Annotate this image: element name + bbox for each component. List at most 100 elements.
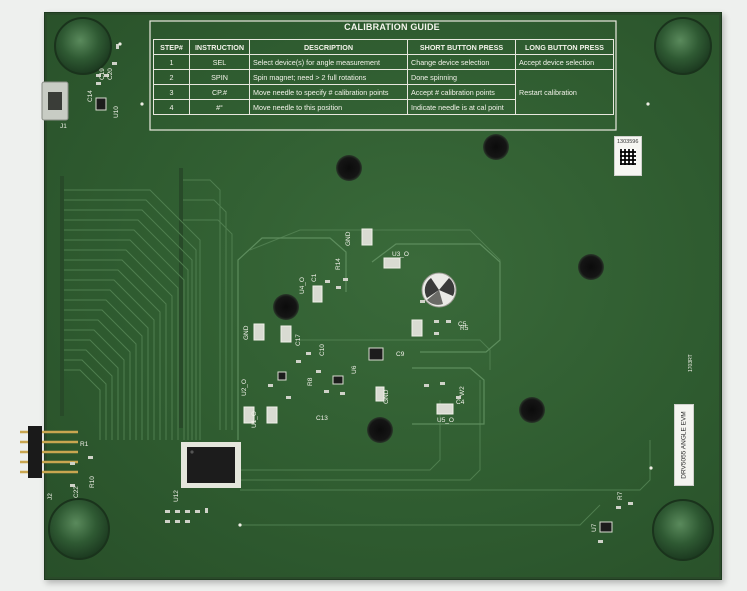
board-name-sticker: DRV5055 ANGLE EVM — [674, 404, 694, 486]
label-c9: C9 — [396, 351, 405, 358]
header-short-press: SHORT BUTTON PRESS — [407, 39, 516, 55]
label-c14: C14 — [87, 90, 94, 102]
label-j2: J2 — [47, 493, 54, 500]
hole — [273, 294, 299, 320]
label-r8: R8 — [307, 377, 314, 386]
label-c1: C1 — [311, 273, 318, 282]
cell-step: 2 — [153, 69, 190, 85]
cell-short: Indicate needle is at cal point — [407, 99, 516, 115]
label-r14: R14 — [335, 258, 342, 270]
pin1-dot — [190, 450, 194, 454]
label-u4: U4_O — [299, 277, 306, 294]
hole — [578, 254, 604, 280]
label-u6: U6 — [351, 365, 358, 374]
serial-sticker: 1303596 — [614, 136, 642, 176]
ic-small — [277, 371, 287, 381]
label-j1: J1 — [60, 123, 67, 130]
label-r7: R7 — [617, 491, 624, 500]
cell-long: Restart calibration — [515, 69, 614, 115]
hole — [336, 155, 362, 181]
ic-u7 — [599, 521, 613, 533]
mcu-body — [187, 447, 235, 483]
table-header-row: STEP# INSTRUCTION DESCRIPTION SHORT BUTT… — [153, 39, 614, 55]
header-long-press: LONG BUTTON PRESS — [515, 39, 614, 55]
silk-labels: J1 C20 C14 U10 C19 J2 R1 R10 C22 U12 GND… — [47, 68, 694, 532]
label-w2: W2 — [459, 386, 466, 396]
hole — [519, 397, 545, 423]
left-pin-column — [60, 176, 64, 416]
label-c19: C19 — [99, 68, 106, 80]
label-u10: U10 — [113, 106, 120, 118]
test-points — [118, 42, 653, 527]
label-c5: C5 — [458, 321, 467, 328]
cell-description: Move needle to this position — [249, 99, 408, 115]
header-step: STEP# — [153, 39, 190, 55]
header-description: DESCRIPTION — [249, 39, 408, 55]
cell-instruction: SPIN — [189, 69, 250, 85]
right-pin-column — [179, 168, 183, 428]
hole — [483, 134, 509, 160]
label-ref: 1703RT — [688, 354, 694, 372]
label-u2: U2_O — [241, 379, 248, 396]
calibration-guide-table: STEP# INSTRUCTION DESCRIPTION SHORT BUTT… — [153, 39, 614, 115]
cell-step: 3 — [153, 84, 190, 100]
cell-description: Select device(s) for angle measurement — [249, 54, 408, 70]
cell-step: 1 — [153, 54, 190, 70]
label-u1: U1_O — [251, 411, 258, 428]
cell-instruction: #° — [189, 99, 250, 115]
standoff-bottom-right — [652, 499, 714, 561]
cell-short: Change device selection — [407, 54, 516, 70]
guide-frame — [149, 20, 617, 131]
label-gnd-top: GND — [345, 231, 352, 246]
magnet-target — [421, 272, 457, 308]
datamatrix-code — [620, 149, 636, 165]
hole — [367, 417, 393, 443]
serial-number: 1303596 — [617, 139, 639, 145]
cell-description: Spin magnet; need > 2 full rotations — [249, 69, 408, 85]
header-j2-housing — [28, 426, 42, 478]
ic-u10 — [95, 97, 107, 111]
mounting-holes — [273, 134, 604, 443]
standoff-bottom-left — [48, 498, 110, 560]
label-c4: C4 — [456, 399, 465, 406]
table-row: 4 #° Move needle to this position Indica… — [153, 99, 614, 115]
passives — [70, 44, 633, 543]
standoff-top-left — [54, 17, 112, 75]
cell-short: Done spinning — [407, 69, 516, 85]
label-c20: C20 — [107, 68, 114, 80]
cell-long: Accept device selection — [515, 54, 614, 70]
label-u7: U7 — [591, 523, 598, 532]
label-c22: C22 — [73, 486, 80, 498]
cell-step: 4 — [153, 99, 190, 115]
header-instruction: INSTRUCTION — [189, 39, 250, 55]
sensor-footprints — [243, 228, 454, 424]
label-r1: R1 — [80, 441, 89, 448]
usb-connector — [41, 81, 69, 121]
calibration-guide-title: CALIBRATION GUIDE — [344, 22, 440, 32]
usb-opening — [48, 92, 62, 110]
table-row: 1 SEL Select device(s) for angle measure… — [153, 54, 614, 70]
cell-description: Move needle to specify # calibration poi… — [249, 84, 408, 100]
main-mcu — [181, 442, 241, 488]
label-c17: C17 — [295, 334, 302, 346]
label-c10: C10 — [319, 344, 326, 356]
label-u3: U3_O — [392, 251, 409, 258]
label-u12: U12 — [173, 490, 180, 502]
table-row: 2 SPIN Spin magnet; need > 2 full rotati… — [153, 69, 614, 115]
label-gnd-left: GND — [243, 325, 250, 340]
cell-short: Accept # calibration points — [407, 84, 516, 100]
label-gnd-bottom: GND — [383, 389, 390, 404]
standoff-top-right — [654, 17, 712, 75]
standoffs — [48, 17, 714, 561]
sensor-outline — [237, 237, 501, 440]
traces — [64, 179, 651, 526]
ic-small — [332, 375, 344, 385]
label-u5: U5_O — [437, 417, 454, 424]
board-name: DRV5055 ANGLE EVM — [680, 411, 688, 479]
ic-u6 — [368, 347, 384, 361]
label-r5: R5 — [460, 325, 469, 332]
label-c13: C13 — [316, 415, 328, 422]
cell-instruction: CP.# — [189, 84, 250, 100]
